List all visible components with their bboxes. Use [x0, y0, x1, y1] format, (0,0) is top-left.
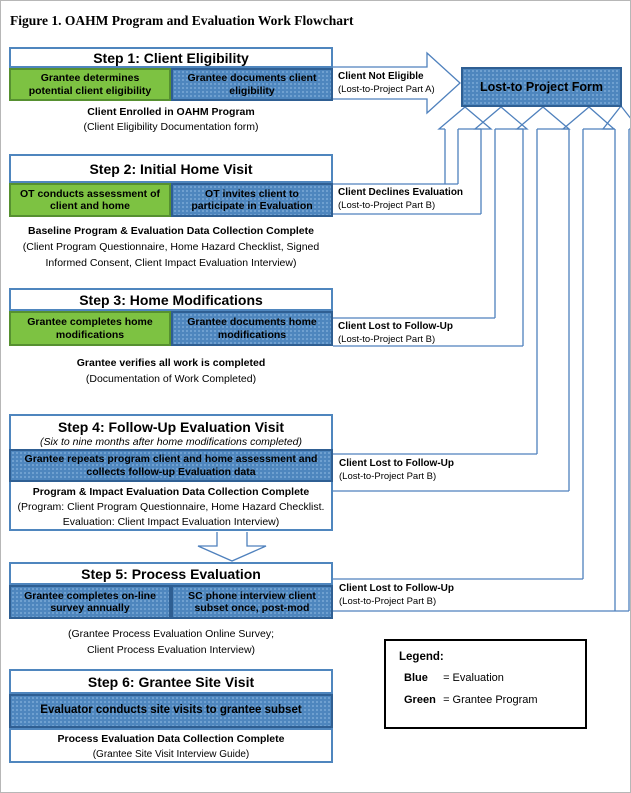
- step3-blue-cell: Grantee documents home modifications: [171, 311, 333, 346]
- step2-callout: Client Declines Evaluation (Lost-to-Proj…: [338, 186, 468, 212]
- step3-caption: Grantee verifies all work is completed (…: [9, 355, 333, 387]
- up-arrow-stem-3: [522, 129, 538, 454]
- up-arrow-head-2: [473, 106, 529, 130]
- step6-caption-sub: (Grantee Site Visit Interview Guide): [92, 749, 250, 760]
- up-arrow-head-1: [437, 106, 493, 130]
- step4-title: Step 4: Follow-Up Evaluation Visit: [57, 419, 285, 435]
- step4-callout-bold: Client Lost to Follow-Up: [339, 458, 454, 469]
- step2-callout-bold: Client Declines Evaluation: [338, 187, 464, 198]
- lost-to-project-form-label: Lost-to Project Form: [480, 80, 603, 94]
- figure-title: Figure 1. OAHM Program and Evaluation Wo…: [10, 13, 354, 28]
- up-arrow-stem-2: [480, 129, 496, 318]
- step4-blue-label: Grantee repeats program client and home …: [24, 453, 318, 478]
- step4-caption: Program & Impact Evaluation Data Collect…: [9, 485, 333, 530]
- legend-box: Legend: Blue = Evaluation Green = Grante…: [384, 639, 587, 729]
- step2-green-label: OT conducts assessment of client and hom…: [19, 187, 161, 212]
- step1-callout: Client Not Eligible (Lost-to-Project Par…: [338, 70, 456, 96]
- legend-term-green: Green: [404, 694, 436, 706]
- lost-to-project-form-box: Lost-to Project Form: [461, 67, 622, 107]
- step2-caption-sub1: (Client Program Questionnaire, Home Haza…: [22, 241, 320, 253]
- step4-caption-sub2: Evaluation: Client Impact Evaluation Int…: [62, 516, 280, 528]
- step3-caption-bold: Grantee verifies all work is completed: [76, 357, 266, 369]
- step1-callout-bold: Client Not Eligible: [338, 71, 424, 82]
- step2-green-cell: OT conducts assessment of client and hom…: [9, 183, 171, 217]
- step3-title: Step 3: Home Modifications: [79, 291, 263, 308]
- step1-callout-sub: (Lost-to-Project Part A): [338, 84, 435, 95]
- step2-caption-sub2: Informed Consent, Client Impact Evaluati…: [45, 257, 297, 269]
- step5-title: Step 5: Process Evaluation: [81, 565, 261, 582]
- step3-callout-bold: Client Lost to Follow-Up: [338, 321, 453, 332]
- step5-callout: Client Lost to Follow-Up (Lost-to-Projec…: [339, 582, 479, 608]
- step1-green-cell: Grantee determines potential client elig…: [9, 68, 171, 101]
- step1-title: Step 1: Client Eligibility: [93, 49, 249, 66]
- step6-title: Step 6: Grantee Site Visit: [87, 673, 255, 690]
- step5-callout-sub: (Lost-to-Project Part B): [339, 596, 437, 607]
- legend-term-blue: Blue: [404, 672, 428, 684]
- up-arrow-stem-5: [614, 129, 630, 611]
- step2-header: Step 2: Initial Home Visit: [9, 154, 333, 183]
- step4-blue-cell: Grantee repeats program client and home …: [9, 449, 333, 482]
- step3-callout-sub: (Lost-to-Project Part B): [338, 334, 436, 345]
- step6-blue-label: Evaluator conducts site visits to grante…: [40, 704, 302, 717]
- step2-callout-sub: (Lost-to-Project Part B): [338, 200, 436, 211]
- up-arrow-stem-4: [568, 129, 584, 579]
- step3-header: Step 3: Home Modifications: [9, 288, 333, 311]
- step5-caption-sub2: Client Process Evaluation Interview): [86, 644, 256, 656]
- up-arrow-head-3: [515, 106, 571, 130]
- up-arrow-stem-1: [444, 129, 459, 184]
- step5-blue-left-label: Grantee completes on-line survey annuall…: [24, 589, 156, 614]
- step4-caption-sub1: (Program: Client Program Questionnaire, …: [17, 501, 325, 513]
- step5-blue-cell-right: SC phone interview client subset once, p…: [171, 585, 333, 619]
- step3-blue-label: Grantee documents home modifications: [187, 316, 317, 341]
- up-arrow-head-4: [561, 106, 616, 130]
- step4-callout-sub: (Lost-to-Project Part B): [339, 471, 437, 482]
- legend-item-blue: Blue = Evaluation: [404, 672, 585, 684]
- step2-title: Step 2: Initial Home Visit: [89, 160, 253, 177]
- step6-blue-cell: Evaluator conducts site visits to grante…: [9, 694, 333, 728]
- step5-caption-sub1: (Grantee Process Evaluation Online Surve…: [67, 628, 275, 640]
- step1-blue-cell: Grantee documents client eligibility: [171, 68, 333, 101]
- step6-caption-box: Process Evaluation Data Collection Compl…: [9, 728, 333, 763]
- step5-blue-right-label: SC phone interview client subset once, p…: [188, 589, 316, 614]
- step1-green-label: Grantee determines potential client elig…: [28, 72, 152, 97]
- step1-caption-bold: Client Enrolled in OAHM Program: [87, 106, 255, 118]
- down-arrow-step4-step5: [197, 532, 267, 562]
- step3-callout: Client Lost to Follow-Up (Lost-to-Projec…: [338, 320, 468, 346]
- legend-def-blue: = Evaluation: [443, 672, 504, 684]
- legend-title: Legend:: [399, 651, 444, 663]
- step6-header: Step 6: Grantee Site Visit: [9, 669, 333, 694]
- step1-blue-label: Grantee documents client eligibility: [187, 72, 317, 97]
- step1-caption-sub: (Client Eligibility Documentation form): [83, 121, 259, 133]
- step4-callout: Client Lost to Follow-Up (Lost-to-Projec…: [339, 457, 479, 483]
- step5-caption: (Grantee Process Evaluation Online Surve…: [9, 626, 333, 658]
- step3-caption-sub: (Documentation of Work Completed): [85, 373, 257, 385]
- step6-caption-bold: Process Evaluation Data Collection Compl…: [57, 733, 285, 745]
- step2-blue-cell: OT invites client to participate in Eval…: [171, 183, 333, 217]
- step5-header: Step 5: Process Evaluation: [9, 562, 333, 585]
- step4-subtitle: (Six to nine months after home modificat…: [39, 436, 303, 448]
- step2-blue-label: OT invites client to participate in Eval…: [191, 187, 313, 212]
- step2-caption-bold: Baseline Program & Evaluation Data Colle…: [28, 225, 314, 237]
- step1-caption: Client Enrolled in OAHM Program (Client …: [9, 105, 333, 135]
- legend-def-green: = Grantee Program: [443, 694, 538, 706]
- step4-caption-bold: Program & Impact Evaluation Data Collect…: [32, 486, 310, 498]
- step5-callout-bold: Client Lost to Follow-Up: [339, 583, 454, 594]
- step5-blue-cell-left: Grantee completes on-line survey annuall…: [9, 585, 171, 619]
- step3-green-label: Grantee completes home modifications: [27, 316, 153, 341]
- legend-item-green: Green = Grantee Program: [404, 694, 585, 706]
- step1-header: Step 1: Client Eligibility: [9, 47, 333, 68]
- up-arrow-head-5: [601, 104, 630, 130]
- step2-caption: Baseline Program & Evaluation Data Colle…: [9, 223, 333, 271]
- step3-green-cell: Grantee completes home modifications: [9, 311, 171, 346]
